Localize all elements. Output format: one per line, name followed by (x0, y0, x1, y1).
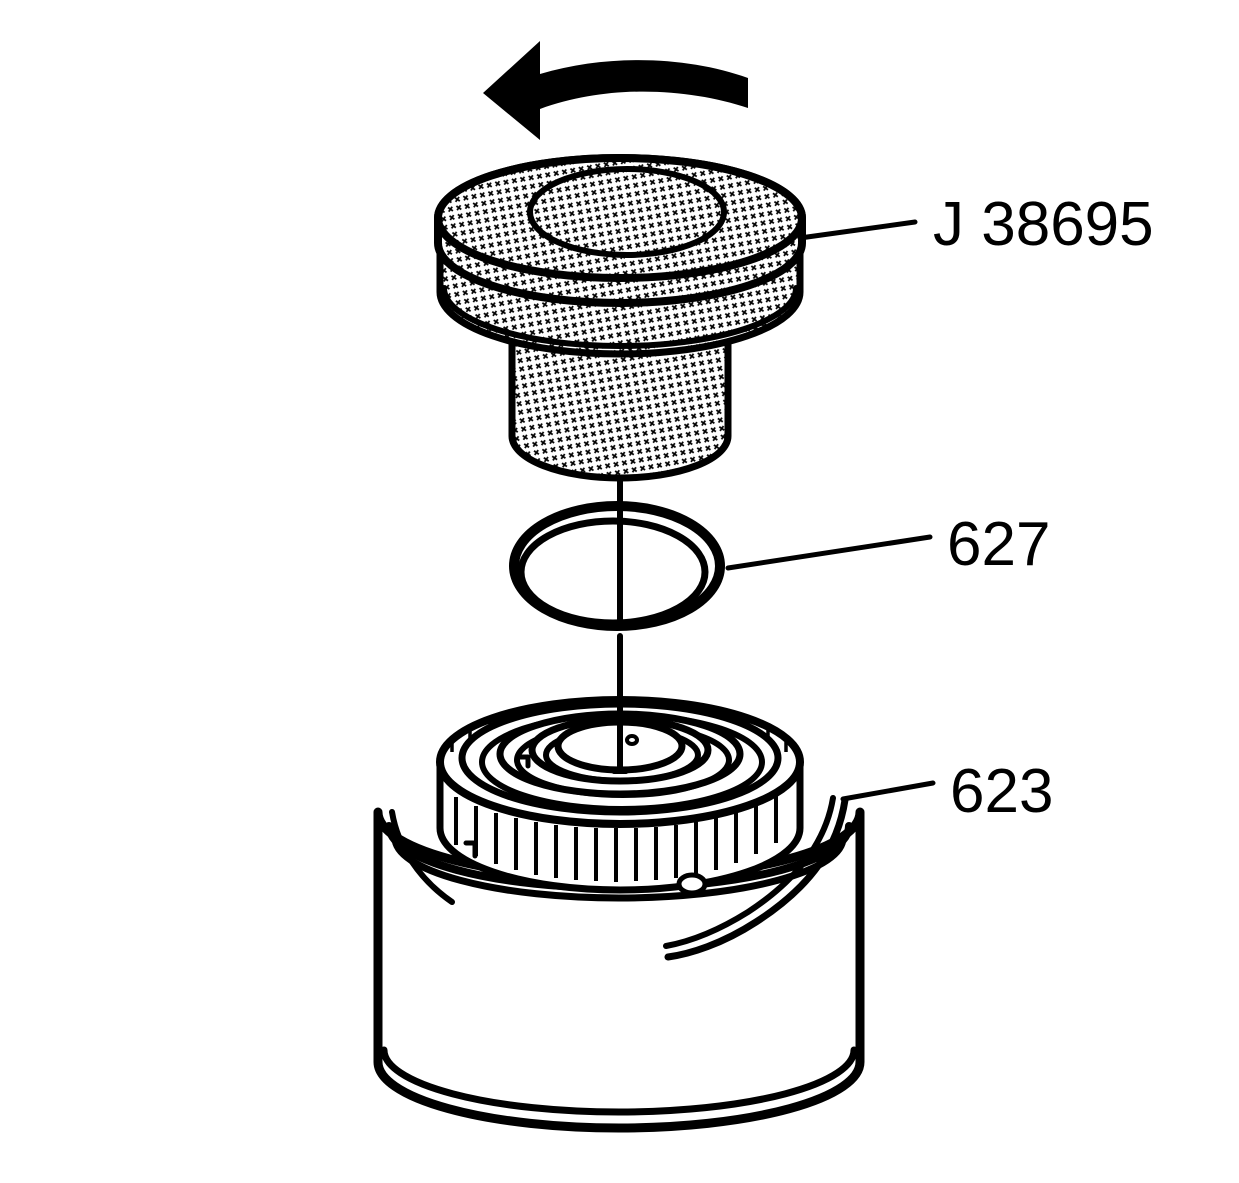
hub-notch (463, 840, 478, 859)
leader-line-tool (797, 219, 918, 241)
tool-flange-seam (441, 285, 799, 349)
hub-oil-hole (676, 872, 708, 896)
callout-label-tool: J 38695 (933, 190, 1154, 259)
tool-top-recess (527, 166, 727, 258)
hub-ring-notch (515, 754, 531, 769)
hub-pin-hole (625, 734, 639, 746)
drum-chamfer-highlight-2 (663, 795, 836, 949)
leader-line-oring (725, 534, 933, 571)
leader-line-housing (840, 780, 936, 802)
counterclockwise-rotation-arrow (483, 41, 748, 140)
drum-chamfer-highlight (664, 796, 849, 961)
callout-label-oring: 627 (947, 510, 1050, 579)
seal-ring-inner (517, 517, 709, 627)
drum-left-fold (389, 809, 455, 905)
drum-bottom-rim-line (380, 1046, 858, 1116)
callout-label-housing: 623 (950, 757, 1053, 826)
callout-leaders (725, 219, 936, 802)
service-tool-j38695 (434, 154, 806, 482)
